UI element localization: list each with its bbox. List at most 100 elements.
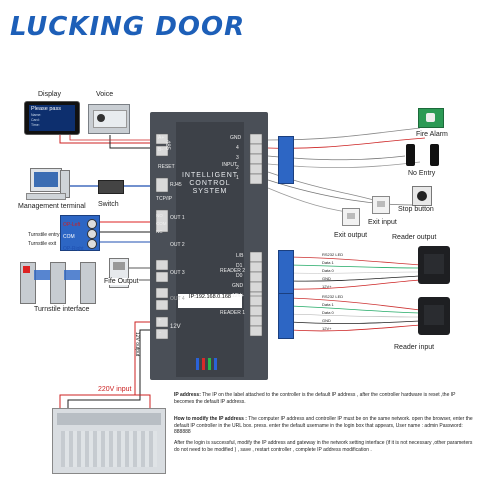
- reader-input-label: Reader input: [394, 344, 435, 351]
- exit-output-label: Exit output: [334, 232, 368, 239]
- port-label: RJ45: [170, 182, 182, 188]
- port-label: 485: [164, 140, 170, 151]
- port-label: COM: [156, 221, 167, 226]
- port-label: RESET: [158, 164, 175, 170]
- wire-label: Data 0: [322, 268, 334, 273]
- stop-indicator-icon: [23, 266, 30, 273]
- port-label: OUT 1: [170, 215, 185, 221]
- no-entry-label: No Entry: [408, 170, 436, 177]
- status-led: [196, 358, 199, 370]
- op-left-label: OP-Left: [63, 222, 81, 228]
- turnstile-exit-label: Turnstile exit: [28, 241, 57, 247]
- status-led: [202, 358, 205, 370]
- wire-label: RS232 LED: [322, 252, 344, 257]
- wire-label: GND: [322, 276, 331, 281]
- port-label: INPUT: [222, 162, 237, 168]
- voice-module: [88, 104, 130, 134]
- exit-input-button: [372, 196, 390, 214]
- computer-icon: [30, 168, 62, 192]
- brand-logo: LUCKING DOOR: [10, 12, 246, 42]
- fire-alarm-device: [418, 108, 444, 128]
- speaker-icon: [97, 114, 105, 122]
- port-label: GND: [230, 135, 242, 141]
- port-label: L/B: [236, 253, 244, 259]
- turnstile-gates: [20, 256, 100, 304]
- com-label: COM: [63, 234, 75, 240]
- port-label: 2: [236, 165, 239, 171]
- wire-label: RS232 LED: [322, 294, 344, 299]
- port-label: 12V: [170, 324, 181, 330]
- port-label: 4: [236, 145, 239, 151]
- op-right-label: OP-Right: [63, 246, 84, 252]
- input-terminal-block: [278, 136, 294, 184]
- login-note: After the login is successful, modify th…: [174, 440, 474, 453]
- port-label: OUT 4: [170, 296, 185, 302]
- card-reader-output: [418, 246, 450, 284]
- voice-label: Voice: [96, 91, 114, 98]
- note-title: IP address:: [174, 392, 201, 398]
- note-text: The IP on the label attached to the cont…: [174, 392, 456, 405]
- port-label: D1: [236, 263, 243, 269]
- controller-terminals: [155, 133, 263, 340]
- port-label: 1: [236, 175, 239, 181]
- port-label: 12V+: [232, 293, 244, 299]
- display-text: Please pass: [31, 106, 61, 112]
- port-label: NC: [156, 229, 163, 234]
- management-terminal-label: Management terminal: [18, 203, 86, 210]
- port-label: +: [158, 318, 162, 324]
- port-label: NO: [156, 213, 163, 218]
- port-label: OUT 2: [170, 242, 185, 248]
- display-label: Display: [38, 91, 61, 98]
- port-label: D0: [236, 273, 243, 279]
- port-label: GND: [232, 283, 244, 289]
- note-title: How to modify the IP address :: [174, 416, 247, 422]
- controller-ip-label: IP:192.168.0.168: [178, 294, 242, 308]
- controller-name: INTELLIGENT CONTROL SYSTEM: [181, 172, 239, 195]
- wire-label: 12V+: [322, 326, 332, 331]
- exit-input-label: Exit input: [368, 219, 397, 226]
- turnstile-terminal-block: [60, 215, 100, 251]
- turnstile-interface-label: Turnstile interface: [34, 306, 90, 313]
- keyboard-icon: [26, 193, 66, 200]
- port-label: OUT 3: [170, 270, 185, 276]
- port-label: READER 1: [220, 310, 246, 316]
- ip-note: IP address: The IP on the label attached…: [174, 392, 474, 405]
- switch-label: Switch: [98, 201, 119, 208]
- power-supply: [52, 408, 166, 474]
- status-led: [208, 358, 211, 370]
- port-label: TCP/IP: [156, 196, 173, 202]
- wire-label: Data 1: [322, 260, 334, 265]
- access-controller: INTELLIGENT CONTROL SYSTEM IP:192.168.0.…: [150, 112, 268, 380]
- no-entry-sensor-icon: [430, 144, 439, 166]
- modify-ip-note: How to modify the IP address : The compu…: [174, 416, 474, 436]
- display-field: Card:: [31, 118, 40, 122]
- reader1-terminal-block: [278, 293, 294, 339]
- display-device: Please pass Name: Card: Time:: [24, 101, 80, 135]
- wire-label: Data 0: [322, 310, 334, 315]
- stop-button-device: [412, 186, 432, 206]
- wire-label: 12V+: [322, 284, 332, 289]
- status-led: [214, 358, 217, 370]
- display-field: Time:: [31, 123, 40, 127]
- card-reader-input: [418, 297, 450, 335]
- port-label: 3: [236, 155, 239, 161]
- turnstile-entry-label: Turnstile entry: [28, 232, 60, 238]
- note-text: The computer IP address and controller I…: [174, 416, 473, 435]
- port-label: -: [159, 330, 161, 336]
- port-label: A+: [158, 135, 165, 141]
- wire-label: GND: [322, 318, 331, 323]
- wire-label: Data 1: [322, 302, 334, 307]
- power-12v-label: 12V output: [134, 332, 140, 357]
- port-label: READER 2: [220, 268, 246, 274]
- stop-button-label: Stop button: [398, 206, 434, 213]
- no-entry-sensor-icon: [406, 144, 415, 166]
- exit-output-button: [342, 208, 360, 226]
- reader-output-label: Reader output: [392, 234, 437, 241]
- reader2-terminal-block: [278, 250, 294, 296]
- display-field: Name:: [31, 113, 42, 117]
- port-label: B-: [158, 147, 163, 153]
- fire-alarm-label: Fire Alarm: [416, 131, 448, 138]
- power-220v-label: 220V input: [98, 386, 132, 393]
- fife-output-label: Fife Output: [104, 278, 139, 285]
- switch-icon: [98, 180, 124, 194]
